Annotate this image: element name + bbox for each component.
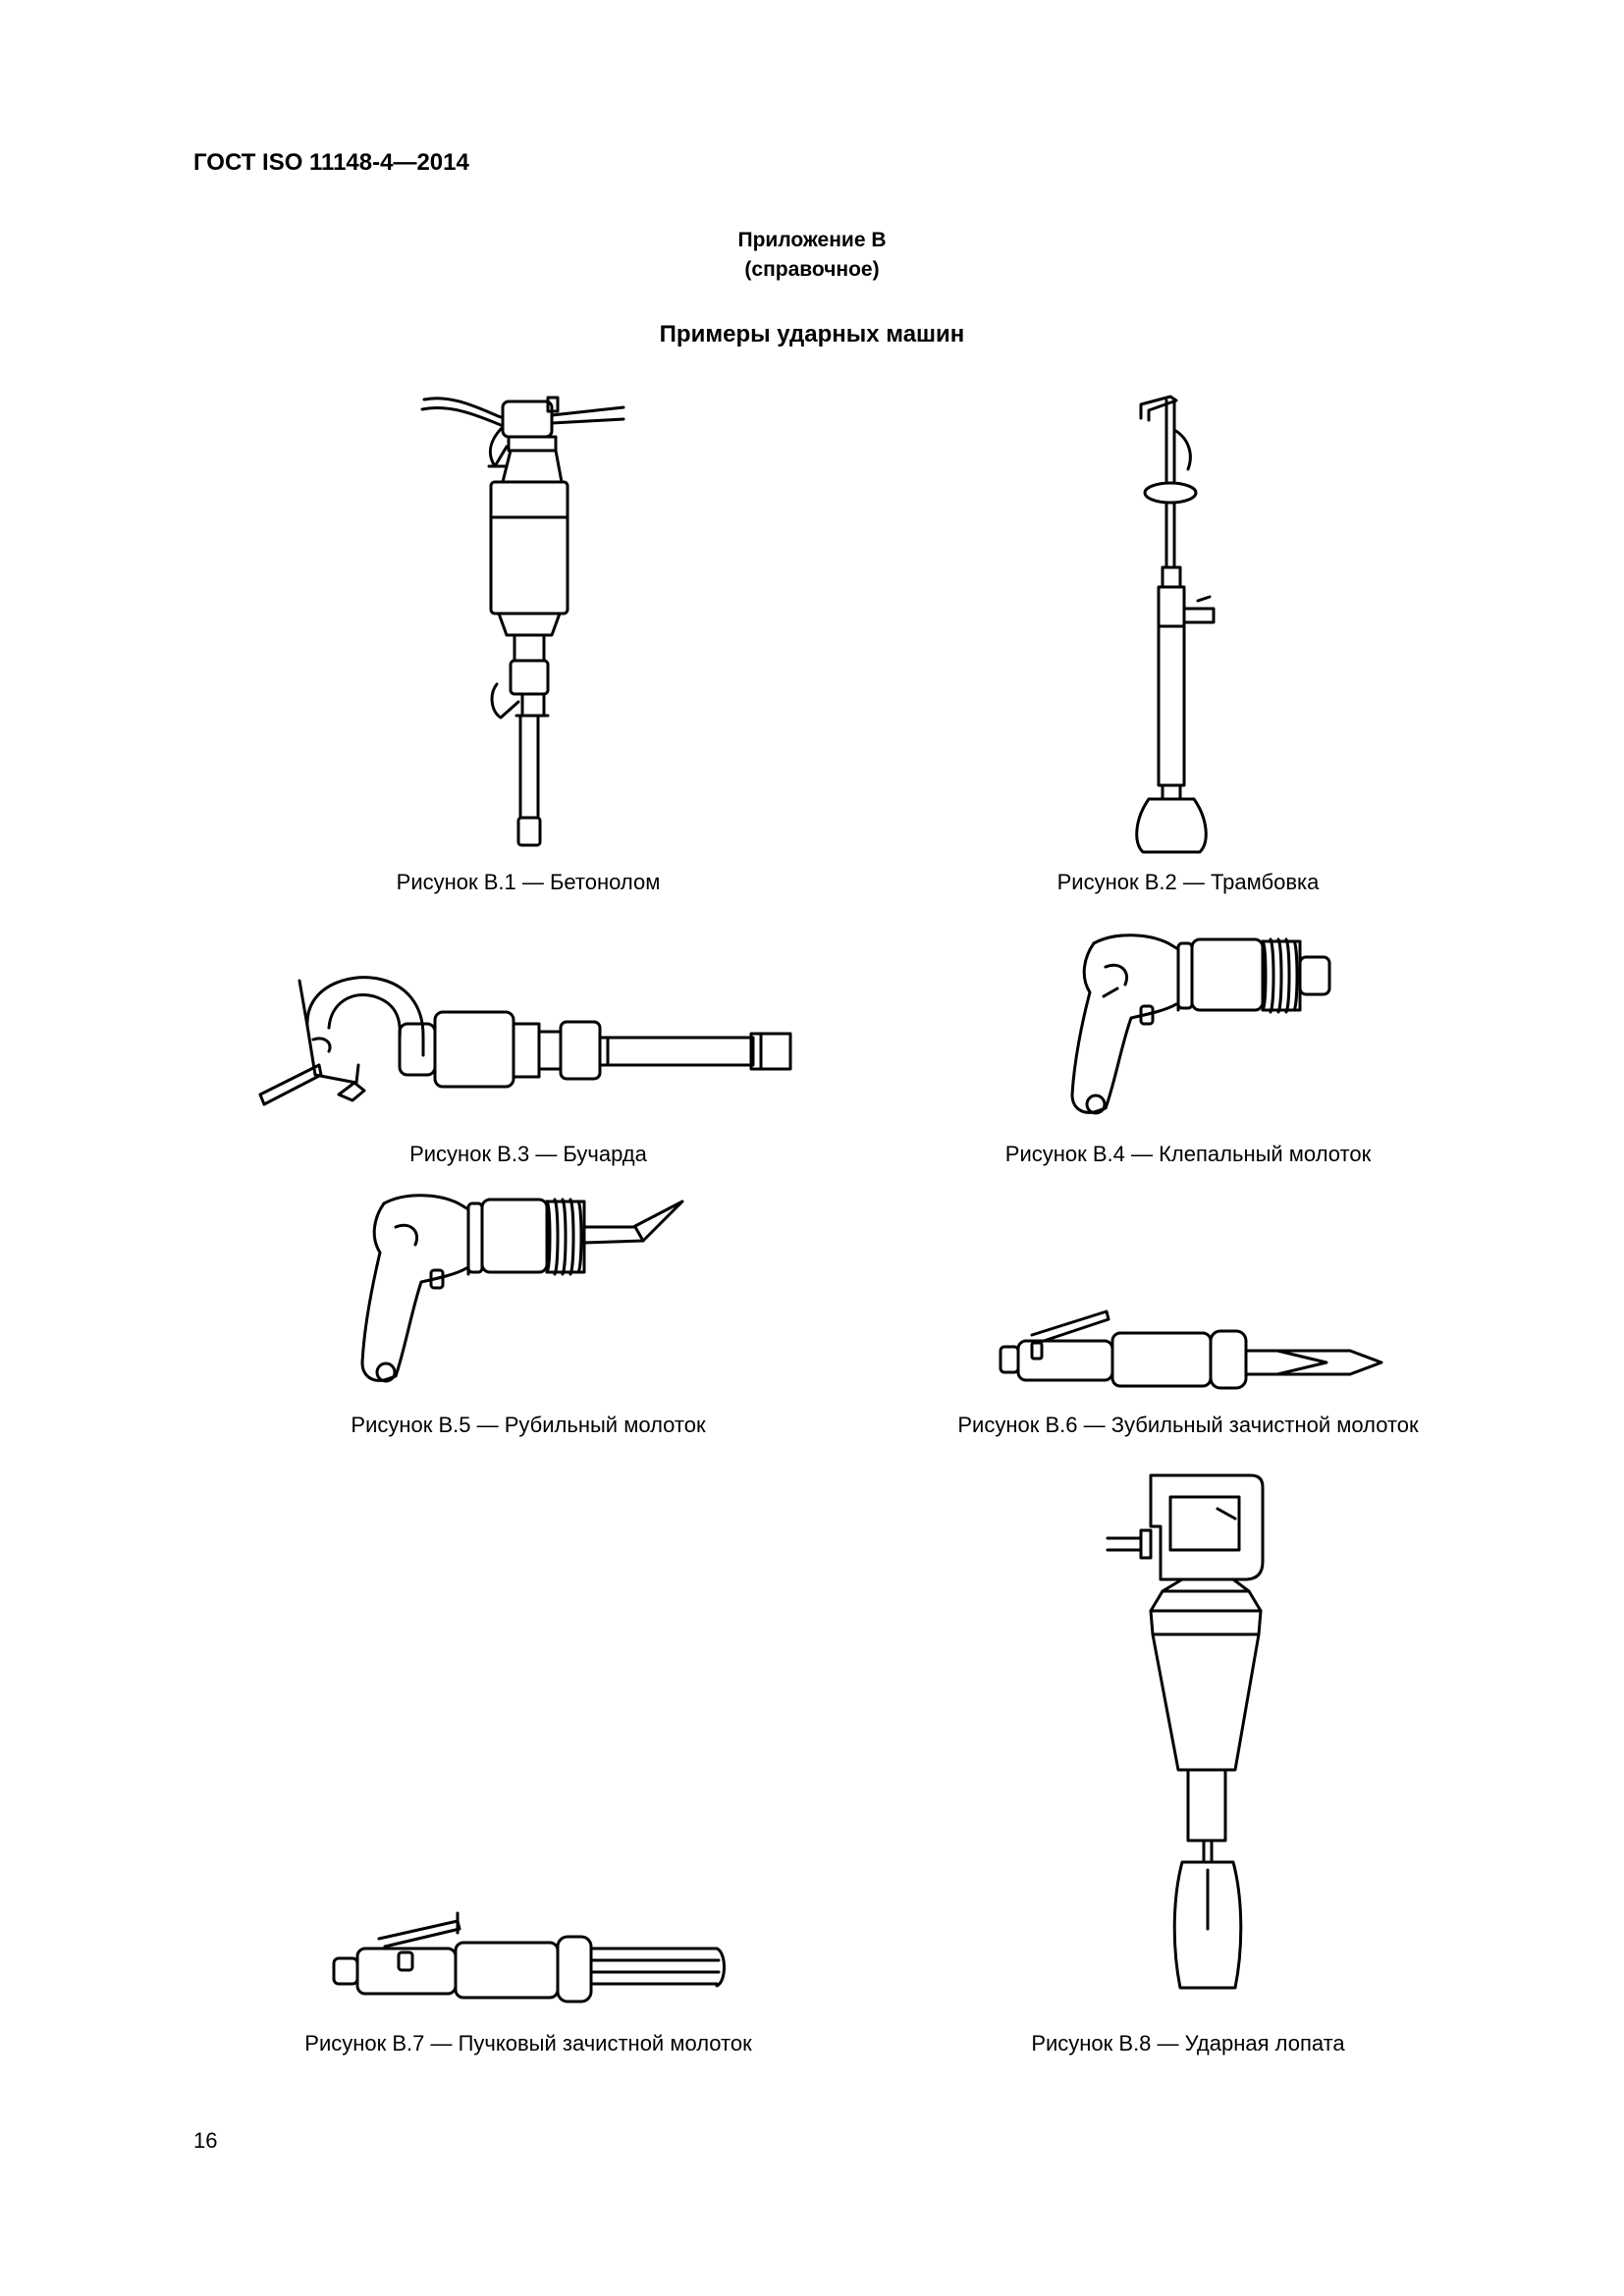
chisel-scaling-hammer-illustration [997,1306,1389,1394]
section-title: Примеры ударных машин [659,321,965,347]
concrete-breaker-illustration [412,388,648,859]
annex-subtitle: (справочное) [744,258,880,281]
figure-caption-b5: Рисунок В.5 — Рубильный молоток [351,1413,706,1437]
figure-caption-b1: Рисунок В.1 — Бетонолом [396,870,661,894]
annex-title: Приложение В [737,229,887,251]
impact-spade-illustration [1100,1468,1286,1998]
riveting-hammer-illustration [1060,928,1335,1124]
figure-caption-b3: Рисунок В.3 — Бучарда [409,1142,647,1166]
figure-caption-b7: Рисунок В.7 — Пучковый зачистной молоток [304,2031,752,2056]
bush-hammer-illustration [250,967,810,1119]
figure-caption-b4: Рисунок В.4 — Клепальный молоток [1004,1142,1372,1166]
page-number: 16 [193,2128,218,2153]
figure-caption-b8: Рисунок В.8 — Ударная лопата [1031,2031,1345,2056]
figure-caption-b6: Рисунок В.6 — Зубильный зачистной молото… [957,1413,1419,1437]
document-code: ГОСТ ISO 11148-4—2014 [193,149,469,176]
chipping-hammer-illustration [349,1188,702,1394]
needle-scaling-hammer-illustration [324,1909,736,2007]
annex-heading: Приложение В (справочное) [0,226,1624,285]
rammer-illustration [1119,391,1247,862]
figure-caption-b2: Рисунок В.2 — Трамбовка [1056,870,1320,894]
